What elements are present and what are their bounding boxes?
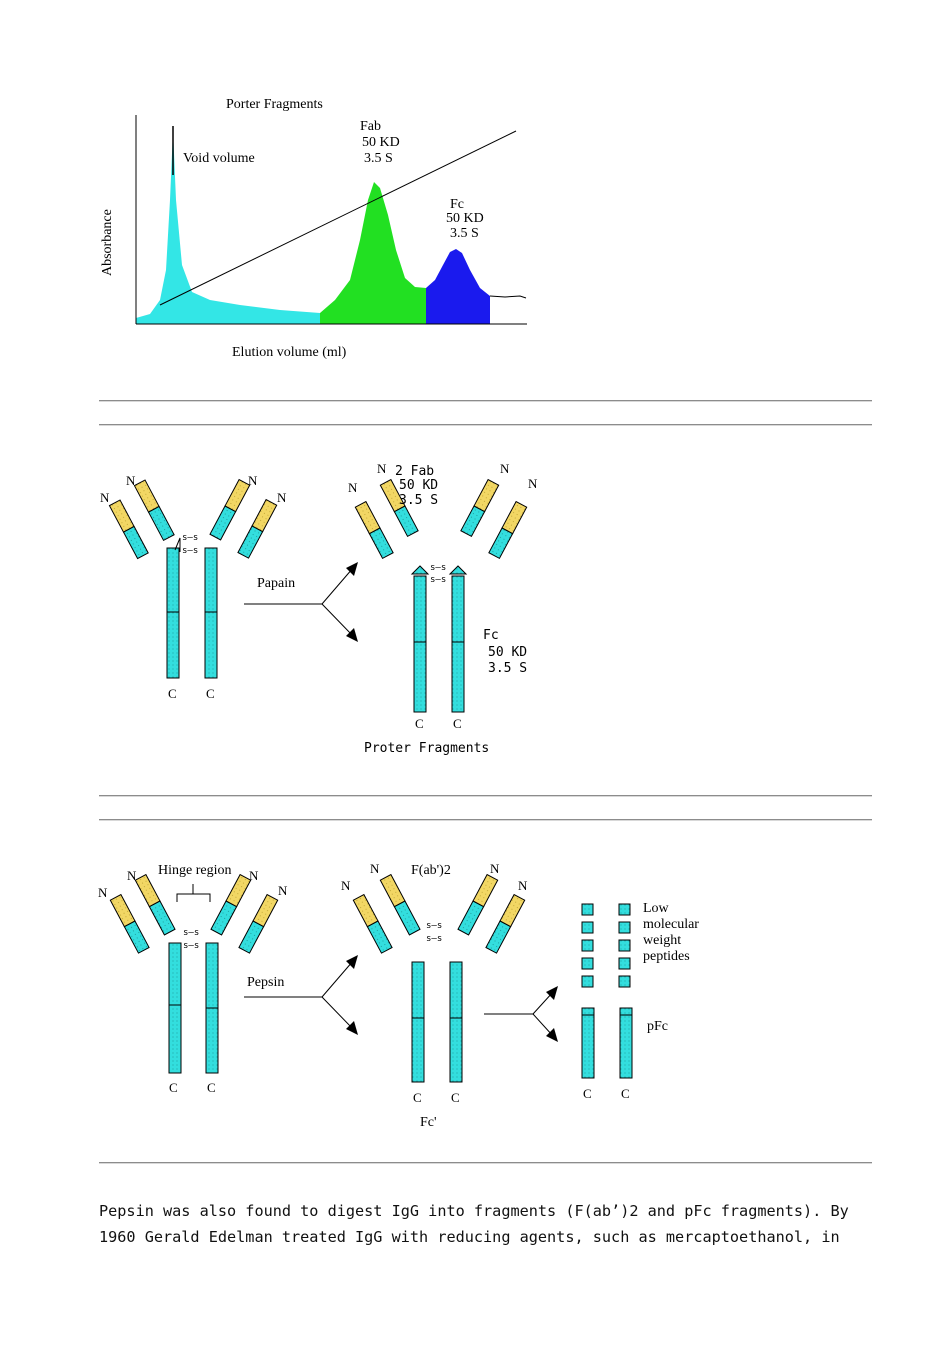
- svg-text:s—s: s—s: [430, 575, 446, 585]
- fab-fragment-label-3: 3.5 S: [399, 493, 438, 508]
- heavy-chain-left: [166, 547, 180, 679]
- svg-text:C: C: [621, 1086, 630, 1101]
- svg-text:C: C: [413, 1090, 422, 1105]
- void-peak-area: [136, 130, 320, 324]
- svg-text:C: C: [451, 1090, 460, 1105]
- intact-igg-2: s—s s—s N N N N C C: [98, 868, 288, 1095]
- fab2-label: F(ab')2: [411, 863, 451, 878]
- fc-label-3: 3.5 S: [450, 226, 479, 241]
- peptides-label-2: molecular: [643, 917, 699, 932]
- pepsin-diagram: s—s s—s N N N N C C Hinge region Pepsin: [98, 861, 699, 1130]
- fc-fragment-label-2: 50 KD: [488, 645, 527, 660]
- svg-text:N: N: [100, 490, 110, 505]
- svg-text:C: C: [168, 686, 177, 701]
- divider-1: [99, 400, 872, 402]
- fab2-fragment: s—s s—s N N N N: [341, 861, 528, 954]
- fc-label-2: 50 KD: [446, 211, 484, 226]
- svg-text:s—s: s—s: [182, 533, 198, 543]
- peptides-label-4: peptides: [643, 949, 690, 964]
- svg-text:N: N: [277, 490, 287, 505]
- hinge-region-label: Hinge region: [158, 863, 231, 878]
- fc-fragment-label-3: 3.5 S: [488, 661, 527, 676]
- gradient-line: [159, 130, 517, 306]
- pepsin-arrow: [244, 955, 358, 1035]
- svg-text:C: C: [415, 716, 424, 731]
- svg-text:N: N: [278, 883, 288, 898]
- hinge-bracket: [176, 893, 211, 902]
- body-paragraph: Pepsin was also found to digest IgG into…: [99, 1202, 849, 1246]
- svg-text:N: N: [348, 480, 358, 495]
- fab-fragment-label-2: 50 KD: [399, 478, 438, 493]
- svg-text:N: N: [370, 861, 380, 876]
- svg-text:N: N: [341, 878, 351, 893]
- svg-text:N: N: [528, 476, 538, 491]
- svg-text:s—s: s—s: [182, 546, 198, 556]
- intact-igg: s—s s—s N N N N C C: [100, 473, 287, 701]
- trailing-baseline: [489, 295, 527, 299]
- fc-prime-fragment: C C: [411, 961, 463, 1105]
- fab-fragments: N N N N: [348, 461, 538, 560]
- svg-text:C: C: [169, 1080, 178, 1095]
- pepsin-label: Pepsin: [247, 975, 284, 990]
- divider-3: [99, 795, 872, 797]
- svg-text:s—s: s—s: [183, 941, 199, 951]
- svg-text:C: C: [453, 716, 462, 731]
- fc-fragment: s—s s—s C C: [410, 563, 468, 731]
- porter-chromatogram: Porter Fragments Void volume Fab 50 KD 3…: [100, 97, 527, 360]
- peptides-label-1: Low: [643, 901, 670, 916]
- svg-text:N: N: [490, 861, 500, 876]
- divider-5: [99, 1162, 872, 1164]
- fab-label-1: Fab: [360, 119, 381, 134]
- svg-text:N: N: [126, 473, 136, 488]
- x-axis-label: Elution volume (ml): [232, 345, 347, 360]
- svg-text:N: N: [248, 473, 258, 488]
- fc-peak-area: [426, 249, 490, 324]
- papain-label: Papain: [257, 576, 295, 591]
- papain-arrow: [244, 562, 358, 642]
- peptides-label-3: weight: [643, 933, 681, 948]
- fc-label-1: Fc: [450, 197, 464, 212]
- papain-diagram: s—s s—s N N N N C C Papain: [100, 461, 538, 756]
- fab-label-3: 3.5 S: [364, 151, 393, 166]
- heavy-chain-right: [204, 547, 218, 679]
- proter-fragments-caption: Proter Fragments: [364, 741, 489, 756]
- svg-text:C: C: [207, 1080, 216, 1095]
- fc-fragment-label-1: Fc: [483, 628, 499, 643]
- y-axis-label: Absorbance: [100, 209, 115, 276]
- pfc-fragment: C C: [581, 1007, 633, 1101]
- pfc-label: pFc: [647, 1019, 668, 1034]
- svg-text:N: N: [518, 878, 528, 893]
- svg-text:s—s: s—s: [183, 928, 199, 938]
- svg-text:C: C: [583, 1086, 592, 1101]
- fc-prime-label: Fc': [420, 1115, 437, 1130]
- divider-4: [99, 819, 872, 821]
- svg-text:C: C: [206, 686, 215, 701]
- svg-text:N: N: [377, 461, 387, 476]
- svg-text:N: N: [127, 868, 137, 883]
- peptide-blocks: [581, 903, 631, 988]
- svg-text:s—s: s—s: [426, 921, 442, 931]
- svg-text:N: N: [249, 868, 259, 883]
- svg-text:s—s: s—s: [430, 563, 446, 573]
- degradation-arrow: [484, 986, 558, 1042]
- svg-text:N: N: [98, 885, 108, 900]
- fab-label-2: 50 KD: [362, 135, 400, 150]
- svg-text:N: N: [500, 461, 510, 476]
- divider-2: [99, 424, 872, 426]
- chart-title: Porter Fragments: [226, 97, 323, 112]
- svg-text:s—s: s—s: [426, 934, 442, 944]
- void-volume-label: Void volume: [183, 151, 255, 166]
- fab-peak-area: [320, 182, 426, 324]
- fab-fragment-label-1: 2 Fab: [395, 464, 434, 479]
